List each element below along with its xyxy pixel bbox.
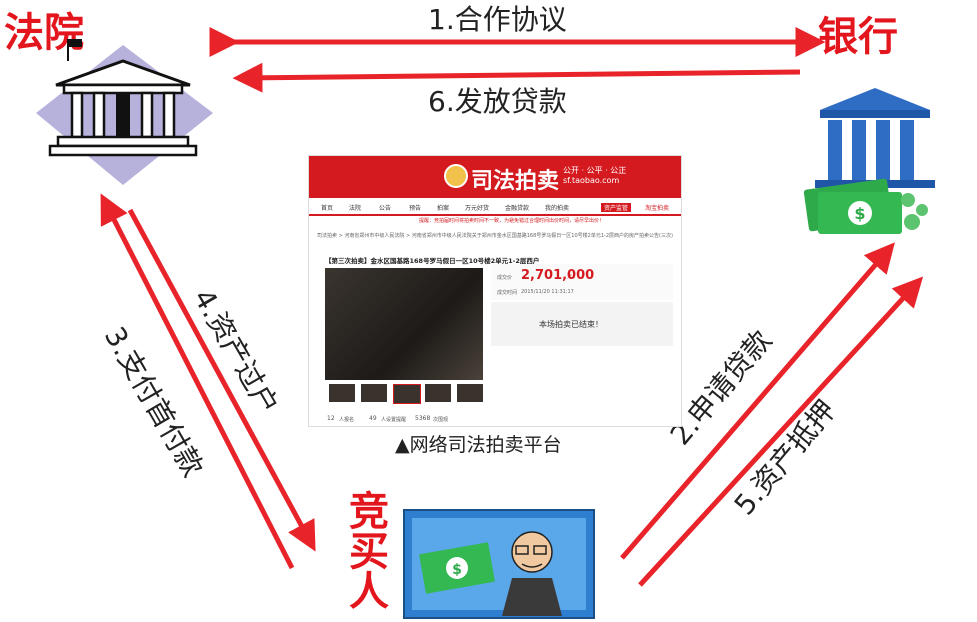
nav-item[interactable]: 首页 — [321, 205, 334, 212]
arrow-step6 — [232, 62, 801, 93]
deal-price: 2,701,000 — [521, 268, 595, 283]
price-label: 成交价 — [497, 275, 513, 281]
price-unit: 元 — [567, 274, 573, 280]
buyer-label: 竞买人 — [342, 490, 388, 610]
stat-value: 49 — [369, 415, 377, 422]
nav-item[interactable]: 金融贷款 — [505, 205, 530, 212]
auction-ended-box: 本场拍卖已结束！ — [491, 302, 673, 346]
stat-label: 人报名 — [339, 417, 355, 423]
svg-text:$: $ — [452, 562, 462, 578]
nav-item[interactable]: 资产监管 — [601, 203, 632, 212]
thumbnail[interactable] — [393, 384, 421, 404]
nav-item[interactable]: 淘宝拍卖 — [645, 205, 670, 212]
arrow-step4 — [127, 208, 316, 552]
property-photo — [325, 268, 483, 380]
step6-label: 6.发放贷款 — [428, 85, 567, 118]
auction-nav: 首页 法院 公告 预告 拍案 万元好货 金融贷款 我的拍卖 资产监管 淘宝拍卖 — [309, 200, 681, 216]
nav-item[interactable]: 我的拍卖 — [545, 205, 570, 212]
step1-label: 1.合作协议 — [428, 3, 567, 36]
deal-time: 2015/11/20 11:31:17 — [521, 289, 574, 295]
nav-item[interactable]: 万元好货 — [465, 205, 490, 212]
svg-text:$: $ — [854, 204, 865, 223]
auction-title: 【第三次拍卖】金水区国基路168号罗马假日一区10号楼2单元1-2层西户 — [325, 257, 540, 265]
thumbnail[interactable] — [329, 384, 355, 402]
breadcrumb: 司法拍卖 > 河南省郑州市中级人民法院 > 河南省郑州市中级人民法院关于郑州市金… — [317, 233, 673, 239]
auction-platform-screenshot: 司法拍卖 公开 · 公平 · 公正 sf.taobao.com 首页 法院 公告… — [308, 155, 682, 427]
auction-brand: 司法拍卖 — [471, 169, 560, 194]
bank-label: 银行 — [818, 14, 898, 60]
auction-notice: 提醒：竞拍届时间将拍卖时间不一致，为避免错过合理时间出价时间，请尽早出价！ — [419, 218, 605, 224]
thumbnail[interactable] — [457, 384, 483, 402]
deal-time-label: 成交时间 — [497, 290, 518, 296]
auction-domain: sf.taobao.com — [563, 176, 620, 185]
arrow-step5 — [638, 276, 924, 587]
thumbnail[interactable] — [425, 384, 451, 402]
thumbnail[interactable] — [361, 384, 387, 402]
arrow-step2 — [620, 242, 895, 560]
stat-value: 5368 — [415, 415, 431, 422]
auction-ended-text: 本场拍卖已结束！ — [539, 320, 603, 329]
auction-banner — [309, 156, 681, 198]
platform-caption: ▲网络司法拍卖平台 — [395, 434, 562, 456]
court-label: 法院 — [4, 10, 84, 56]
nav-item[interactable]: 预告 — [409, 205, 422, 212]
bank-money-icon: $ — [803, 88, 935, 234]
nav-item[interactable]: 公告 — [379, 205, 392, 212]
price-box — [491, 264, 673, 300]
stat-label: 人设置提醒 — [381, 417, 407, 423]
arrow-step3 — [100, 193, 295, 570]
stat-label: 次围观 — [433, 417, 449, 423]
buyer-with-money-icon: $ — [403, 509, 595, 619]
nav-item[interactable]: 法院 — [349, 205, 362, 212]
auction-slogan: 公开 · 公平 · 公正 — [563, 166, 627, 175]
court-seal-icon — [444, 164, 468, 188]
nav-item[interactable]: 拍案 — [437, 205, 450, 212]
stat-value: 12 — [327, 415, 335, 422]
courthouse-icon — [36, 39, 213, 185]
